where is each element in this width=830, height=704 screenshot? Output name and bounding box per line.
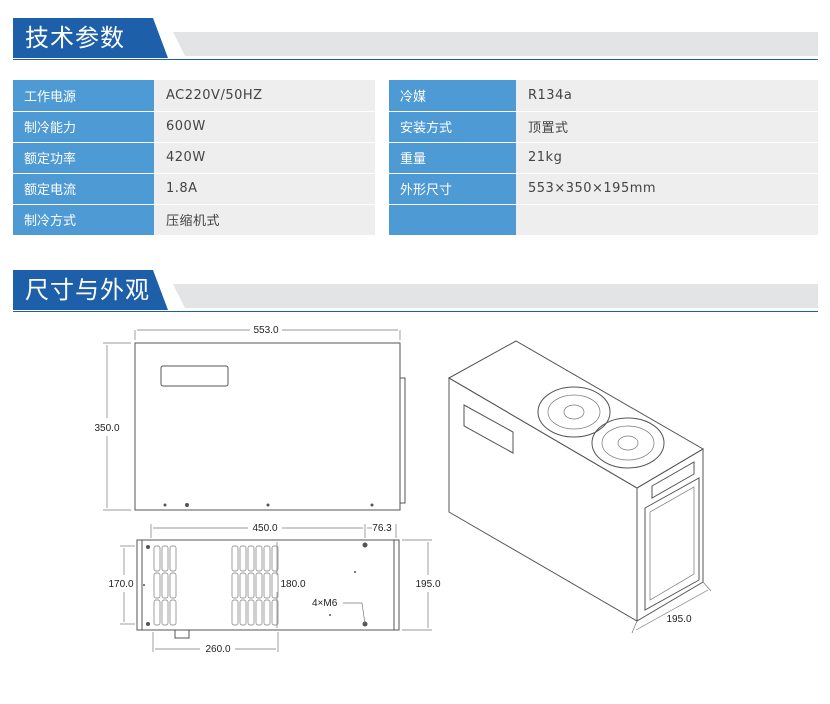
louver-slot <box>169 599 177 626</box>
appearance-section-title: 尺寸与外观 <box>13 270 168 310</box>
louver-slot <box>247 572 255 599</box>
spec-value: R134a <box>516 80 818 112</box>
bottom-height-left-label: 170.0 <box>108 579 133 590</box>
spec-label: 额定电流 <box>13 173 154 205</box>
louver-slot <box>247 599 255 626</box>
front-height-label: 350.0 <box>94 423 119 434</box>
spec-value: 600W <box>154 111 375 143</box>
louver-slot <box>271 545 279 572</box>
spec-value: 553×350×195mm <box>516 173 818 205</box>
louver-slot <box>255 545 263 572</box>
spec-label <box>389 204 516 236</box>
louver-slot <box>161 572 169 599</box>
spec-label: 工作电源 <box>13 80 154 112</box>
spec-label: 重量 <box>389 142 516 174</box>
specs-section-title: 技术参数 <box>13 18 168 58</box>
louver-slot <box>271 572 279 599</box>
louver-slot <box>239 545 247 572</box>
spec-label: 制冷方式 <box>13 204 154 236</box>
louver-slot <box>263 545 271 572</box>
louver-slot <box>255 599 263 626</box>
louver-slot <box>153 599 161 626</box>
louver-slot <box>239 572 247 599</box>
louver-slot <box>161 599 169 626</box>
table-row: 制冷方式压缩机式 <box>13 204 375 236</box>
louver-slot <box>153 545 161 572</box>
fan-icon <box>591 417 665 469</box>
table-row: 安装方式顶置式 <box>389 111 818 143</box>
spec-value: 420W <box>154 142 375 174</box>
spec-value: AC220V/50HZ <box>154 80 375 112</box>
louver-slot <box>271 599 279 626</box>
spec-label: 外形尺寸 <box>389 173 516 205</box>
louver-slot <box>239 599 247 626</box>
spec-label: 安装方式 <box>389 111 516 143</box>
louver-slot <box>255 572 263 599</box>
header-rule <box>13 59 818 60</box>
bottom-depth-label: 195.0 <box>415 579 440 590</box>
louver-slot <box>231 599 239 626</box>
header-rule <box>13 311 818 312</box>
header-bar <box>173 284 818 308</box>
louver-slot <box>263 599 271 626</box>
bottom-view: 450.0 76.3 170.0 180.0 195.0 260.0 4×M6 <box>108 523 440 655</box>
spec-value <box>516 204 818 236</box>
spec-value: 1.8A <box>154 173 375 205</box>
bottom-height-mid-label: 180.0 <box>280 579 305 590</box>
bottom-base-label: 260.0 <box>205 644 230 655</box>
louver-slot <box>231 572 239 599</box>
louver-grille-left <box>153 545 177 626</box>
louver-slot <box>153 572 161 599</box>
table-row <box>389 204 818 236</box>
louver-slot <box>169 572 177 599</box>
specs-section-header: 技术参数 <box>13 18 818 60</box>
louver-slot <box>231 545 239 572</box>
spec-value: 压缩机式 <box>154 204 375 236</box>
front-width-label: 553.0 <box>253 325 278 336</box>
louver-slot <box>263 572 271 599</box>
spec-label: 制冷能力 <box>13 111 154 143</box>
iso-depth-label: 195.0 <box>666 614 691 625</box>
bottom-width-label: 450.0 <box>252 523 277 534</box>
louver-grille-right <box>231 545 279 626</box>
louver-slot <box>169 545 177 572</box>
header-bar <box>173 32 818 56</box>
spec-label: 额定功率 <box>13 142 154 174</box>
fan-icon <box>537 386 611 438</box>
louver-slot <box>161 545 169 572</box>
front-view: 553.0 350.0 <box>94 325 406 511</box>
isometric-view: 195.0 <box>447 340 712 634</box>
spec-label: 冷媒 <box>389 80 516 112</box>
louver-slot <box>247 545 255 572</box>
spec-value: 顶置式 <box>516 111 818 143</box>
screw-label: 4×M6 <box>312 598 338 609</box>
spec-value: 21kg <box>516 142 818 174</box>
bottom-offset-label: 76.3 <box>372 523 392 534</box>
appearance-section-header: 尺寸与外观 <box>13 270 818 312</box>
